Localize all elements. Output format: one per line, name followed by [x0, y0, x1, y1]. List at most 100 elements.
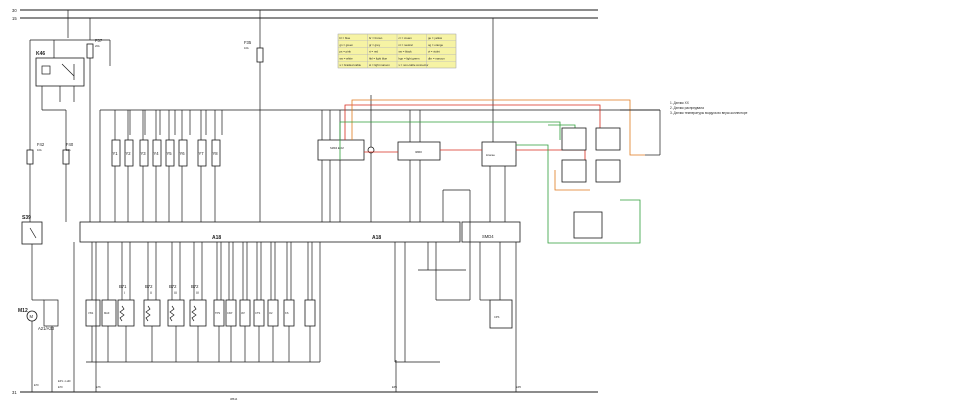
fuse-f37-id: F37: [95, 38, 103, 43]
sensor-small-label: CKP: [227, 311, 233, 315]
legend-entry: s = braided cable: [340, 63, 362, 67]
injector-label: Y5: [167, 151, 173, 156]
sensor-cps-label: CPS: [494, 315, 500, 319]
injector-2: [124, 139, 134, 167]
legend-entry: dbr = maroon: [428, 56, 445, 60]
injector-label: Y2: [126, 151, 132, 156]
center-box-2-label: IMMO: [415, 150, 422, 154]
legend-entry: x = non-cable connector: [399, 63, 429, 67]
legend-entry: hgn = light green: [399, 56, 420, 60]
sensor-label: B71: [119, 284, 127, 289]
notes: 1. Датчик ХХ 2. Датчик распредвала 3. Да…: [670, 101, 748, 115]
sensor-vss-label: VSS: [88, 311, 93, 315]
center-box-2: [397, 141, 441, 161]
sensor-b71-1: [117, 299, 135, 327]
legend-entry: hbl = light blue: [369, 56, 388, 60]
sensor-roman: IV: [196, 291, 200, 295]
legend-entry: nt = neutral: [399, 43, 413, 47]
fuse-f35-id: F35: [244, 40, 252, 45]
note-1: 1. Датчик ХХ: [670, 101, 690, 105]
injector-label: Y7: [199, 151, 205, 156]
sensor-cps: [489, 299, 513, 329]
fuse-f42-rating: 10A: [37, 148, 42, 152]
legend-entry: cr = cream: [399, 36, 413, 40]
sensor-right-3: [561, 159, 587, 183]
legend-entry: gr = grey: [369, 43, 381, 47]
ground-2: EP1 • LHD: [58, 379, 71, 383]
sensor-vss: [85, 299, 101, 327]
sensor-right-2: [595, 127, 621, 151]
sensor-b72-4: [189, 299, 207, 327]
injector-label: Y8: [213, 151, 219, 156]
sensor-label: B72: [191, 284, 199, 289]
center-box-3: [481, 141, 517, 167]
fuse-f40-rating: 10A: [66, 148, 71, 152]
sensor-roman: III: [174, 291, 177, 295]
injector-label: Y1: [113, 151, 119, 156]
sensor-maf: [101, 299, 117, 327]
switch-label: S39: [22, 215, 31, 221]
legend-entry: br = brown: [369, 36, 383, 40]
sensor-small-label: IAT: [241, 311, 245, 315]
wire-orange-1: [351, 99, 645, 156]
ground-1: E70: [34, 383, 39, 387]
wire-green-1: [340, 121, 561, 140]
injector-4: [152, 139, 162, 167]
rail-label-31: 31: [12, 390, 17, 395]
sensor-right-1: [561, 127, 587, 151]
ecu-a18: [79, 221, 461, 243]
sensor-label: B72: [169, 284, 177, 289]
sensor-small-label: CTS: [255, 311, 260, 315]
sensor-right-4: [595, 159, 621, 183]
sensor-roman: II: [150, 291, 152, 295]
sensor-small-label: KS: [285, 311, 289, 315]
sensor-maf-label: MAF: [104, 311, 110, 315]
legend-entry: ge = yellow: [428, 36, 443, 40]
relay-label: K46: [36, 51, 45, 57]
rail-label-15: 15: [12, 16, 17, 21]
page-number: 38614: [230, 397, 238, 401]
wire-green-2: [516, 144, 641, 244]
injector-label: Y6: [180, 151, 186, 156]
injector-1: [111, 139, 121, 167]
center-box-3-label: Клапан: [486, 153, 495, 157]
rail-label-30: 30: [12, 8, 17, 13]
relay-k46: [35, 57, 85, 87]
sensor-label: B72: [145, 284, 153, 289]
sensor-roman: I: [124, 291, 125, 295]
svg-text:M: M: [30, 314, 34, 319]
wire-red-1: [344, 104, 601, 140]
legend-entry: og = orange: [428, 43, 443, 47]
fuse-f35: [256, 47, 264, 63]
ground-6: EP6: [516, 385, 521, 389]
sensor-small-label: TPS: [215, 311, 220, 315]
ecu-label-center: A18: [372, 235, 381, 241]
motor-sub: A21/A33: [38, 326, 55, 331]
ground-3: E70: [58, 385, 63, 389]
legend-entry: ps = pink: [340, 50, 352, 54]
legend-entry: rt = red: [369, 50, 378, 54]
ground-5: EP6: [392, 385, 397, 389]
fuse-f42: [26, 149, 34, 165]
note-2: 2. Датчик распредвала: [670, 106, 704, 110]
center-box-1: [317, 139, 365, 161]
injector-label: Y3: [141, 151, 147, 156]
ecu-a18-right: [461, 221, 521, 243]
sensor-b72-3: [167, 299, 185, 327]
motor-label: M12: [18, 308, 28, 314]
legend-entry: vi = violet: [428, 50, 440, 54]
switch-s39: [21, 221, 43, 245]
ecu-label-left: A18: [212, 235, 221, 241]
fuse-f35-rating: 10A: [244, 46, 249, 50]
sensor-small-label: O2: [269, 311, 273, 315]
legend-entry: st = light maroon: [369, 63, 390, 67]
legend-entry: sw = black: [399, 50, 413, 54]
legend-entry: gn = green: [340, 43, 354, 47]
fuse-f37-rating: 20A: [95, 44, 100, 48]
injector-5: [165, 139, 175, 167]
fuse-f40: [62, 149, 70, 165]
